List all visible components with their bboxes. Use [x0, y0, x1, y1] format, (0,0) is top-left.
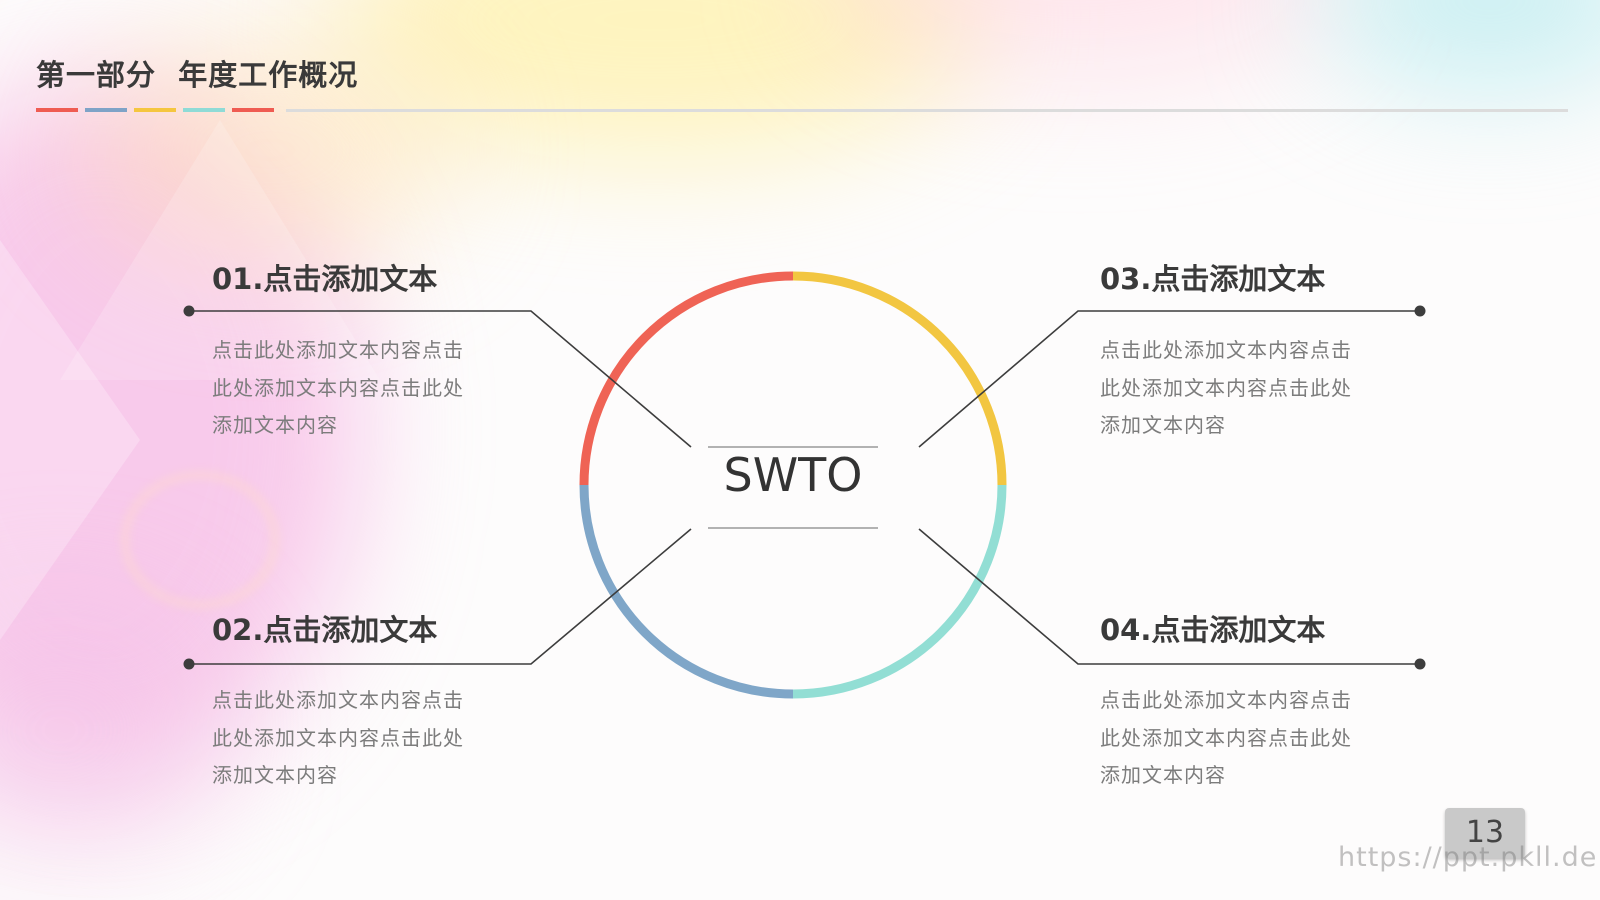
- connector-03: [918, 305, 1426, 448]
- connector-dot: [183, 658, 195, 670]
- body-line: 此处添加文本内容点击此处: [1100, 725, 1352, 750]
- bg-peach-wash: [80, 30, 460, 270]
- accent-segment: [232, 108, 274, 112]
- connector-02: [183, 528, 692, 670]
- item-title-02[interactable]: 02.点击添加文本: [212, 613, 438, 647]
- page-number-badge: 13: [1445, 808, 1525, 858]
- bg-triangle: [60, 120, 380, 380]
- item-title-03[interactable]: 03.点击添加文本: [1100, 262, 1326, 296]
- body-line: 此处添加文本内容点击此处: [1100, 375, 1352, 400]
- divider-rule: [286, 109, 1568, 112]
- bg-triangle: [0, 240, 140, 640]
- center-label[interactable]: SWTO: [723, 448, 863, 502]
- item-title-01[interactable]: 01.点击添加文本: [212, 262, 438, 296]
- ring-arc-bottom-left: [579, 484, 794, 699]
- body-line: 添加文本内容: [212, 763, 338, 787]
- connector-dot: [1414, 658, 1426, 670]
- ring-arc-top-right: [792, 271, 1007, 486]
- body-line: 添加文本内容: [212, 413, 338, 437]
- body-line: 此处添加文本内容点击此处: [212, 375, 464, 400]
- body-line: 此处添加文本内容点击此处: [212, 725, 464, 750]
- accent-segment: [134, 108, 176, 112]
- title-underline: [36, 106, 1568, 112]
- accent-segment: [36, 108, 78, 112]
- item-body-02[interactable]: 点击此处添加文本内容点击 此处添加文本内容点击此处 添加文本内容: [212, 682, 512, 795]
- connector-01: [183, 305, 692, 448]
- connector-04: [918, 528, 1426, 670]
- ring-arc-bottom-right: [792, 484, 1007, 699]
- item-body-01[interactable]: 点击此处添加文本内容点击 此处添加文本内容点击此处 添加文本内容: [212, 332, 512, 445]
- ring-arc-top-left: [579, 271, 794, 486]
- body-line: 点击此处添加文本内容点击: [1100, 688, 1352, 712]
- body-line: 点击此处添加文本内容点击: [212, 688, 464, 712]
- accent-segment: [85, 108, 127, 112]
- body-line: 添加文本内容: [1100, 763, 1226, 787]
- body-line: 添加文本内容: [1100, 413, 1226, 437]
- bg-ring-decoration: [120, 470, 280, 610]
- watermark: https://ppt.pkll.de: [1338, 842, 1598, 873]
- item-title-04[interactable]: 04.点击添加文本: [1100, 613, 1326, 647]
- connector-dot: [1414, 305, 1426, 317]
- accent-segment: [183, 108, 225, 112]
- body-line: 点击此处添加文本内容点击: [1100, 338, 1352, 362]
- connector-dot: [183, 305, 195, 317]
- item-body-03[interactable]: 点击此处添加文本内容点击 此处添加文本内容点击此处 添加文本内容: [1100, 332, 1400, 445]
- item-body-04[interactable]: 点击此处添加文本内容点击 此处添加文本内容点击此处 添加文本内容: [1100, 682, 1400, 795]
- body-line: 点击此处添加文本内容点击: [212, 338, 464, 362]
- section-title[interactable]: 第一部分 年度工作概况: [36, 58, 359, 92]
